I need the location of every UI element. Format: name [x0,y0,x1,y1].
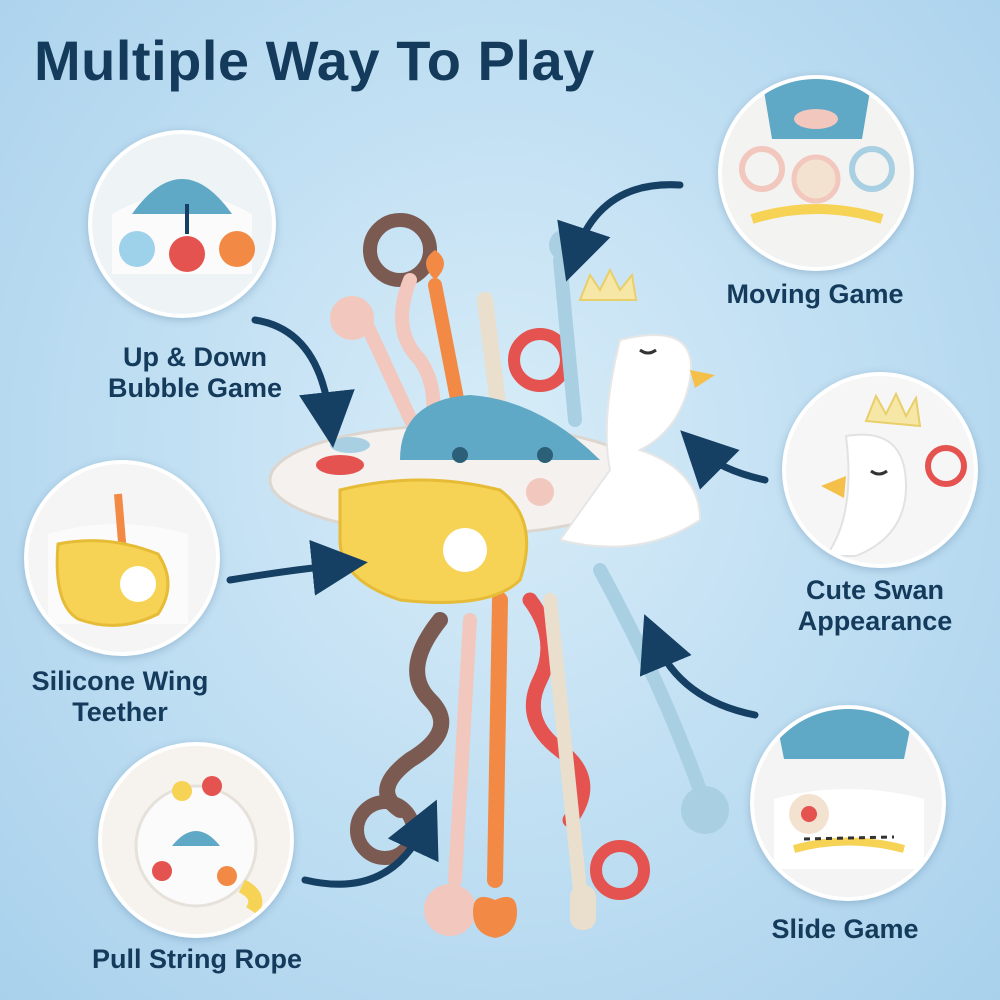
label-up-down-bubble-game: Up & Down Bubble Game [107,342,283,404]
label-slide-game: Slide Game [771,914,919,944]
moving-game-photo [718,75,914,271]
top-strings [330,213,582,447]
label-moving-game: Moving Game [726,279,904,309]
pull-string-photo [98,742,294,938]
page-title: Multiple Way To Play [34,29,595,92]
label-silicone-wing-teether: Silicone Wing Teether [31,666,209,728]
swan-photo [782,372,978,568]
pointer-arrows [226,181,769,888]
slide-game-photo [750,705,946,901]
wing-teether-photo [24,460,220,656]
bubble-game-photo [88,130,276,318]
pull-strings [350,563,729,938]
label-pull-string-rope: Pull String Rope [91,944,302,974]
label-cute-swan-appearance: Cute Swan Appearance [797,575,953,637]
